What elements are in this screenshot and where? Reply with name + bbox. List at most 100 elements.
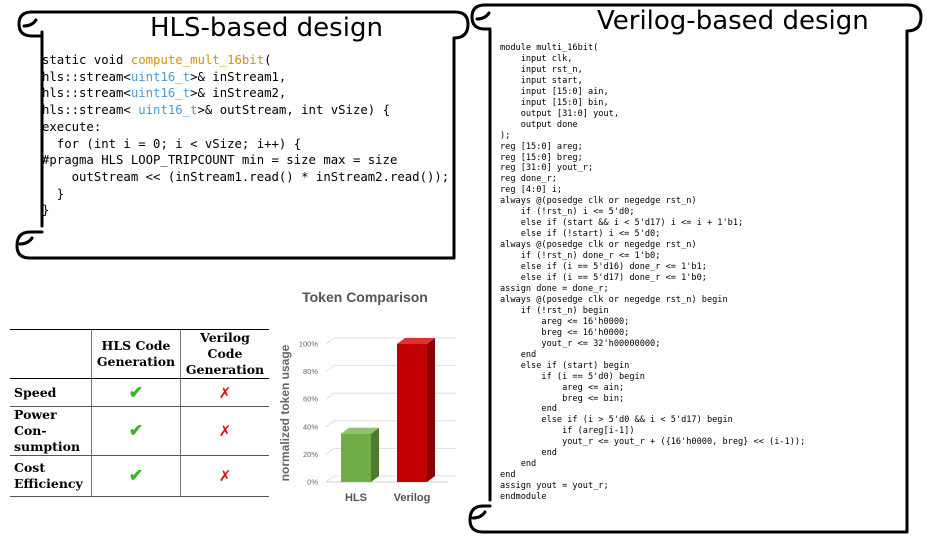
hls-check-icon: ✔ [91, 455, 181, 497]
verilog-code-line: if (i == 5'd0) begin [500, 371, 645, 382]
verilog-code-line: assign done = done_r; [500, 283, 609, 294]
verilog-code-line: else if (!start) i <= 5'd0; [500, 229, 661, 240]
code-token-blue: uint16_t [138, 103, 198, 118]
bar-side-hls [371, 427, 379, 482]
row-label: Speed [10, 378, 92, 407]
verilog-code-line: breg <= bin; [500, 393, 625, 404]
verilog-code-line: reg [15:0] areg; [500, 141, 583, 152]
verilog-code-line: always @(posedge clk or negedge rst_n) [500, 196, 697, 207]
y-tick-label: 60% [303, 395, 318, 404]
verilog-cross-icon: ✗ [180, 455, 269, 497]
hls-code-line: static void compute_mult_16bit( [42, 53, 272, 67]
bar-top-verilog [397, 338, 435, 344]
code-token: execute: [42, 119, 102, 134]
hls-check-icon: ✔ [91, 378, 181, 407]
y-tick-label: 80% [303, 367, 318, 376]
x-tick-label: HLS [345, 492, 367, 504]
table-row-power: Power Con-sumption ✔ ✗ [10, 406, 269, 456]
code-token: hls::stream< [42, 86, 131, 101]
hls-code-line: execute: [42, 120, 101, 134]
code-token: for (int i = 0; i < vSize; i++) { [42, 136, 302, 151]
verilog-code-line: end [500, 470, 516, 481]
hls-code-line: for (int i = 0; i < vSize; i++) { [42, 137, 301, 151]
code-token: outStream << (inStream1.read() * inStrea… [42, 169, 450, 184]
gridline [325, 337, 456, 345]
verilog-code-line: reg [4:0] i; [500, 185, 563, 196]
gridline [325, 365, 456, 372]
verilog-cross-icon: ✗ [180, 378, 269, 407]
verilog-code-line: assign yout = yout_r; [500, 481, 609, 492]
verilog-code-line: end [500, 448, 557, 459]
code-token-blue: uint16_t [130, 86, 191, 101]
verilog-code-line: always @(posedge clk or negedge rst_n) b… [500, 294, 728, 305]
verilog-code-line: end [500, 349, 537, 360]
code-token: #pragma HLS LOOP_TRIPCOUNT min = size ma… [42, 153, 398, 168]
verilog-code-line: input clk, [500, 53, 573, 64]
verilog-code-line: else if (i > 5'd0 && i < 5'd17) begin [500, 415, 733, 426]
y-tick-label: 0% [307, 478, 318, 487]
verilog-code-line: yout_r <= yout_r + ({16'h0000, breg} << … [500, 437, 806, 448]
y-tick-label: 20% [303, 450, 318, 459]
verilog-code-line: reg done_r; [500, 174, 557, 185]
code-token-blue: uint16_t [130, 69, 191, 84]
verilog-code-line: else if (i == 5'd17) done_r <= 1'b0; [500, 273, 707, 284]
hls-code-line: } [42, 187, 64, 201]
hls-code-line: hls::stream< uint16_t>& outStream, int v… [42, 103, 390, 117]
verilog-code-block: module multi_16bit( input clk, input rst… [500, 43, 805, 503]
verilog-panel-title: Verilog-based design [597, 6, 869, 36]
code-token: static void [42, 53, 131, 67]
code-token-orange: compute_mult_16bit [130, 53, 265, 67]
hls-code-line: outStream << (inStream1.read() * inStrea… [42, 169, 450, 184]
verilog-code-line: areg <= 16'h0000; [500, 316, 630, 327]
chart-title: Token Comparison [302, 289, 428, 305]
verilog-code-line: endmodule [500, 492, 547, 503]
hls-scroll-outline [15, 10, 470, 260]
verilog-code-line: input [15:0] bin, [500, 97, 609, 108]
verilog-code-line: output [31:0] yout, [500, 108, 619, 119]
y-tick-label: 40% [303, 422, 318, 431]
bar-top-hls [341, 427, 379, 434]
verilog-code-line: areg <= ain; [500, 382, 625, 393]
code-token: hls::stream< [42, 103, 139, 118]
row-label: Power Con-sumption [10, 406, 92, 456]
gridline [325, 392, 456, 400]
hls-code-line: #pragma HLS LOOP_TRIPCOUNT min = size ma… [42, 153, 397, 167]
verilog-code-line: input start, [500, 75, 583, 86]
verilog-code-line: module multi_16bit( [500, 43, 599, 53]
code-token: ( [264, 53, 272, 67]
verilog-code-line: reg [15:0] breg; [500, 152, 583, 163]
verilog-code-line: reg [31:0] yout_r; [500, 163, 594, 174]
hls-check-icon: ✔ [91, 406, 181, 456]
hls-code-line: } [42, 203, 49, 217]
code-token: >& inStream2, [190, 86, 287, 101]
verilog-code-line: else if (start) begin [500, 360, 630, 371]
verilog-scroll-outline [468, 3, 923, 534]
code-token: hls::stream< [42, 69, 131, 84]
verilog-code-line: yout_r <= 32'h00000000; [500, 338, 661, 349]
verilog-code-line: breg <= 16'h0000; [500, 327, 630, 338]
verilog-code-line: ); [500, 130, 511, 141]
gridline [325, 420, 456, 428]
verilog-code-line: if (!rst_n) i <= 5'd0; [500, 207, 635, 218]
verilog-code-line: if (!rst_n) begin [500, 305, 609, 316]
verilog-code-line: always @(posedge clk or negedge rst_n) [500, 240, 697, 251]
hls-code-line: hls::stream<uint16_t>& inStream2, [42, 86, 286, 100]
verilog-code-line: if (!rst_n) done_r <= 1'b0; [500, 251, 661, 262]
verilog-code-line: input rst_n, [500, 64, 583, 75]
bar-hls [341, 433, 371, 482]
bar-side-verilog [427, 338, 435, 482]
verilog-code-line: input [15:0] ain, [500, 86, 609, 97]
code-token: >& inStream1, [190, 69, 287, 84]
y-tick-label: 100% [299, 340, 319, 349]
verilog-code-line: output done [500, 119, 578, 130]
verilog-code-line: if (areg[i-1]) [500, 426, 635, 437]
hls-code-block: static void compute_mult_16bit( hls::str… [42, 52, 449, 219]
code-token: } [42, 186, 65, 201]
verilog-code-line: end [500, 459, 537, 470]
